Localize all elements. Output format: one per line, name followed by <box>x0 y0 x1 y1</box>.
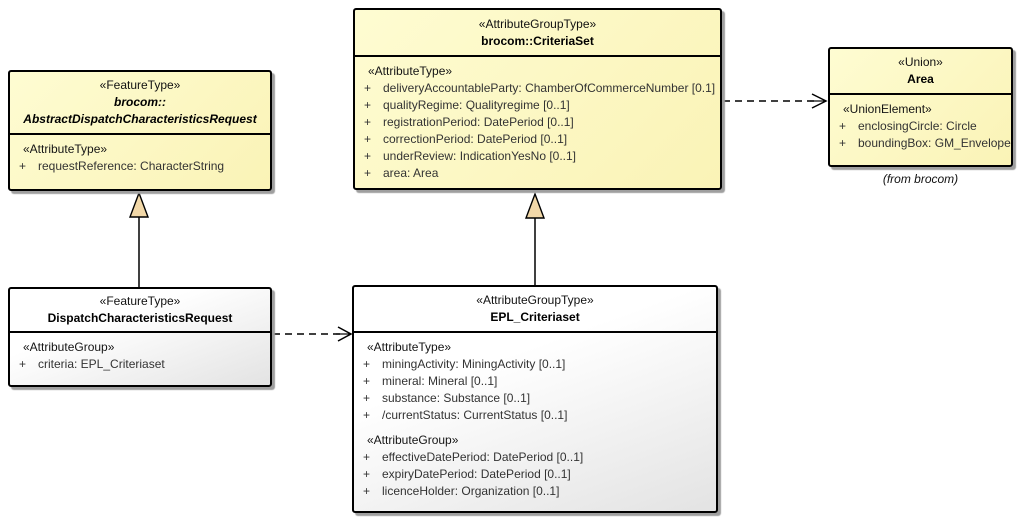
attribute-compartment: «AttributeType» + requestReference: Char… <box>10 135 270 175</box>
compartment-label: «AttributeType» <box>368 64 453 78</box>
attribute-text: licenceHolder: Organization [0..1] <box>382 484 560 498</box>
compartment-label: «AttributeGroup» <box>23 340 115 354</box>
visibility-marker: + <box>363 391 371 405</box>
class-header: «Union» Area <box>830 49 1011 95</box>
visibility-marker: + <box>363 450 371 464</box>
class-name: brocom:: <box>114 95 166 109</box>
attribute-row[interactable]: + qualityRegime: Qualityregime [0..1] <box>355 97 720 114</box>
attribute-row[interactable]: + expiryDatePeriod: DatePeriod [0..1] <box>354 466 716 483</box>
attribute-row[interactable]: + effectiveDatePeriod: DatePeriod [0..1] <box>354 449 716 466</box>
visibility-marker: + <box>364 166 372 180</box>
attribute-row[interactable]: + registrationPeriod: DatePeriod [0..1] <box>355 114 720 131</box>
stereotype-label: «Union» <box>898 55 943 69</box>
attribute-compartment: «AttributeGroup» + criteria: EPL_Criteri… <box>10 333 270 373</box>
class-box-brocom-criteriaset[interactable]: «AttributeGroupType» brocom::CriteriaSet… <box>353 8 722 190</box>
attribute-text: criteria: EPL_Criteriaset <box>38 357 165 371</box>
attribute-row[interactable]: + area: Area <box>355 165 720 182</box>
attribute-compartment: «AttributeType» + miningActivity: Mining… <box>354 333 716 500</box>
class-name: DispatchCharacteristicsRequest <box>47 311 233 325</box>
class-header: «AttributeGroupType» brocom::CriteriaSet <box>355 10 720 57</box>
attribute-text: deliveryAccountableParty: ChamberOfComme… <box>383 81 716 95</box>
attribute-compartment: «UnionElement» + enclosingCircle: Circle… <box>830 95 1011 152</box>
attribute-row[interactable]: + deliveryAccountableParty: ChamberOfCom… <box>355 80 720 97</box>
class-name: brocom::CriteriaSet <box>481 33 594 48</box>
attribute-row[interactable]: + /currentStatus: CurrentStatus [0..1] <box>354 407 716 424</box>
attribute-text: effectiveDatePeriod: DatePeriod [0..1] <box>382 450 584 464</box>
attribute-text: correctionPeriod: DatePeriod [0..1] <box>383 132 568 146</box>
stereotype-label: «FeatureType» <box>99 294 181 308</box>
attribute-row[interactable]: + licenceHolder: Organization [0..1] <box>354 483 716 500</box>
attribute-text: expiryDatePeriod: DatePeriod [0..1] <box>382 467 571 481</box>
compartment-label: «AttributeType» <box>23 142 108 156</box>
visibility-marker: + <box>364 81 372 95</box>
visibility-marker: + <box>363 374 371 388</box>
attribute-row[interactable]: + correctionPeriod: DatePeriod [0..1] <box>355 131 720 148</box>
visibility-marker: + <box>19 159 27 173</box>
visibility-marker: + <box>364 115 372 129</box>
visibility-marker: + <box>364 149 372 163</box>
visibility-marker: + <box>363 484 371 498</box>
stereotype-label: «FeatureType» <box>99 78 181 92</box>
attribute-text: area: Area <box>383 166 439 180</box>
attribute-row[interactable]: + enclosingCircle: Circle <box>830 118 1011 135</box>
class-name: EPL_Criteriaset <box>490 310 580 324</box>
class-header: «FeatureType» DispatchCharacteristicsReq… <box>10 289 270 333</box>
attribute-text: enclosingCircle: Circle <box>858 119 977 133</box>
attribute-text: mineral: Mineral [0..1] <box>382 374 498 388</box>
attribute-row[interactable]: + mineral: Mineral [0..1] <box>354 373 716 390</box>
attribute-row[interactable]: + underReview: IndicationYesNo [0..1] <box>355 148 720 165</box>
visibility-marker: + <box>363 467 371 481</box>
class-header: «AttributeGroupType» EPL_Criteriaset <box>354 287 716 333</box>
attribute-row[interactable]: + substance: Substance [0..1] <box>354 390 716 407</box>
class-box-epl-criteriaset[interactable]: «AttributeGroupType» EPL_Criteriaset «At… <box>352 285 718 513</box>
attribute-text: /currentStatus: CurrentStatus [0..1] <box>382 408 568 422</box>
compartment-label: «UnionElement» <box>843 102 932 116</box>
package-caption: (from brocom) <box>882 172 959 186</box>
visibility-marker: + <box>363 408 371 422</box>
visibility-marker: + <box>19 357 27 371</box>
attribute-text: miningActivity: MiningActivity [0..1] <box>382 357 566 371</box>
stereotype-label: «AttributeGroupType» <box>478 16 597 31</box>
attribute-text: registrationPeriod: DatePeriod [0..1] <box>383 115 574 129</box>
dependency-arrow-dispatch-to-epl[interactable] <box>273 326 353 342</box>
class-header: «FeatureType» brocom:: AbstractDispatchC… <box>10 72 270 135</box>
generalization-arrow-epl-to-criteriaset[interactable] <box>524 192 546 285</box>
attribute-row[interactable]: + miningActivity: MiningActivity [0..1] <box>354 356 716 373</box>
attribute-text: underReview: IndicationYesNo [0..1] <box>383 149 577 163</box>
visibility-marker: + <box>839 136 847 150</box>
class-name: Area <box>907 72 934 86</box>
visibility-marker: + <box>364 132 372 146</box>
compartment-label: «AttributeGroup» <box>367 433 459 447</box>
class-box-dispatch-characteristics-request[interactable]: «FeatureType» DispatchCharacteristicsReq… <box>8 287 272 387</box>
attribute-row[interactable]: + requestReference: CharacterString <box>10 158 270 175</box>
class-box-area[interactable]: «Union» Area «UnionElement» + enclosingC… <box>828 47 1013 167</box>
dependency-arrow-criteriaset-to-area[interactable] <box>723 93 828 109</box>
visibility-marker: + <box>363 357 371 371</box>
attribute-text: requestReference: CharacterString <box>38 159 225 173</box>
visibility-marker: + <box>364 98 372 112</box>
generalization-arrow-dispatch-to-abstract[interactable] <box>128 191 150 287</box>
attribute-row[interactable]: + boundingBox: GM_Envelope <box>830 135 1011 152</box>
class-name: AbstractDispatchCharacteristicsRequest <box>23 112 257 126</box>
attribute-text: boundingBox: GM_Envelope <box>858 136 1011 150</box>
attribute-row[interactable]: + criteria: EPL_Criteriaset <box>10 356 270 373</box>
visibility-marker: + <box>839 119 847 133</box>
stereotype-label: «AttributeGroupType» <box>476 293 594 307</box>
compartment-label: «AttributeType» <box>367 340 452 354</box>
attribute-text: qualityRegime: Qualityregime [0..1] <box>383 98 570 112</box>
class-box-abstract-dispatch-characteristics-request[interactable]: «FeatureType» brocom:: AbstractDispatchC… <box>8 70 272 191</box>
attribute-compartment: «AttributeType» + deliveryAccountablePar… <box>355 57 720 182</box>
attribute-text: substance: Substance [0..1] <box>382 391 531 405</box>
